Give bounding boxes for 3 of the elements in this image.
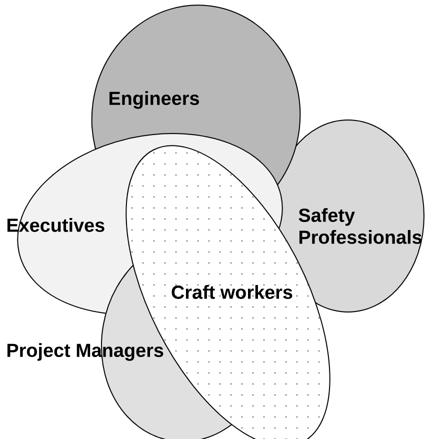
group-label: Safety Professionals [298, 208, 422, 244]
group-label: Craft workers [172, 285, 292, 299]
group-label: Engineers [110, 91, 199, 109]
